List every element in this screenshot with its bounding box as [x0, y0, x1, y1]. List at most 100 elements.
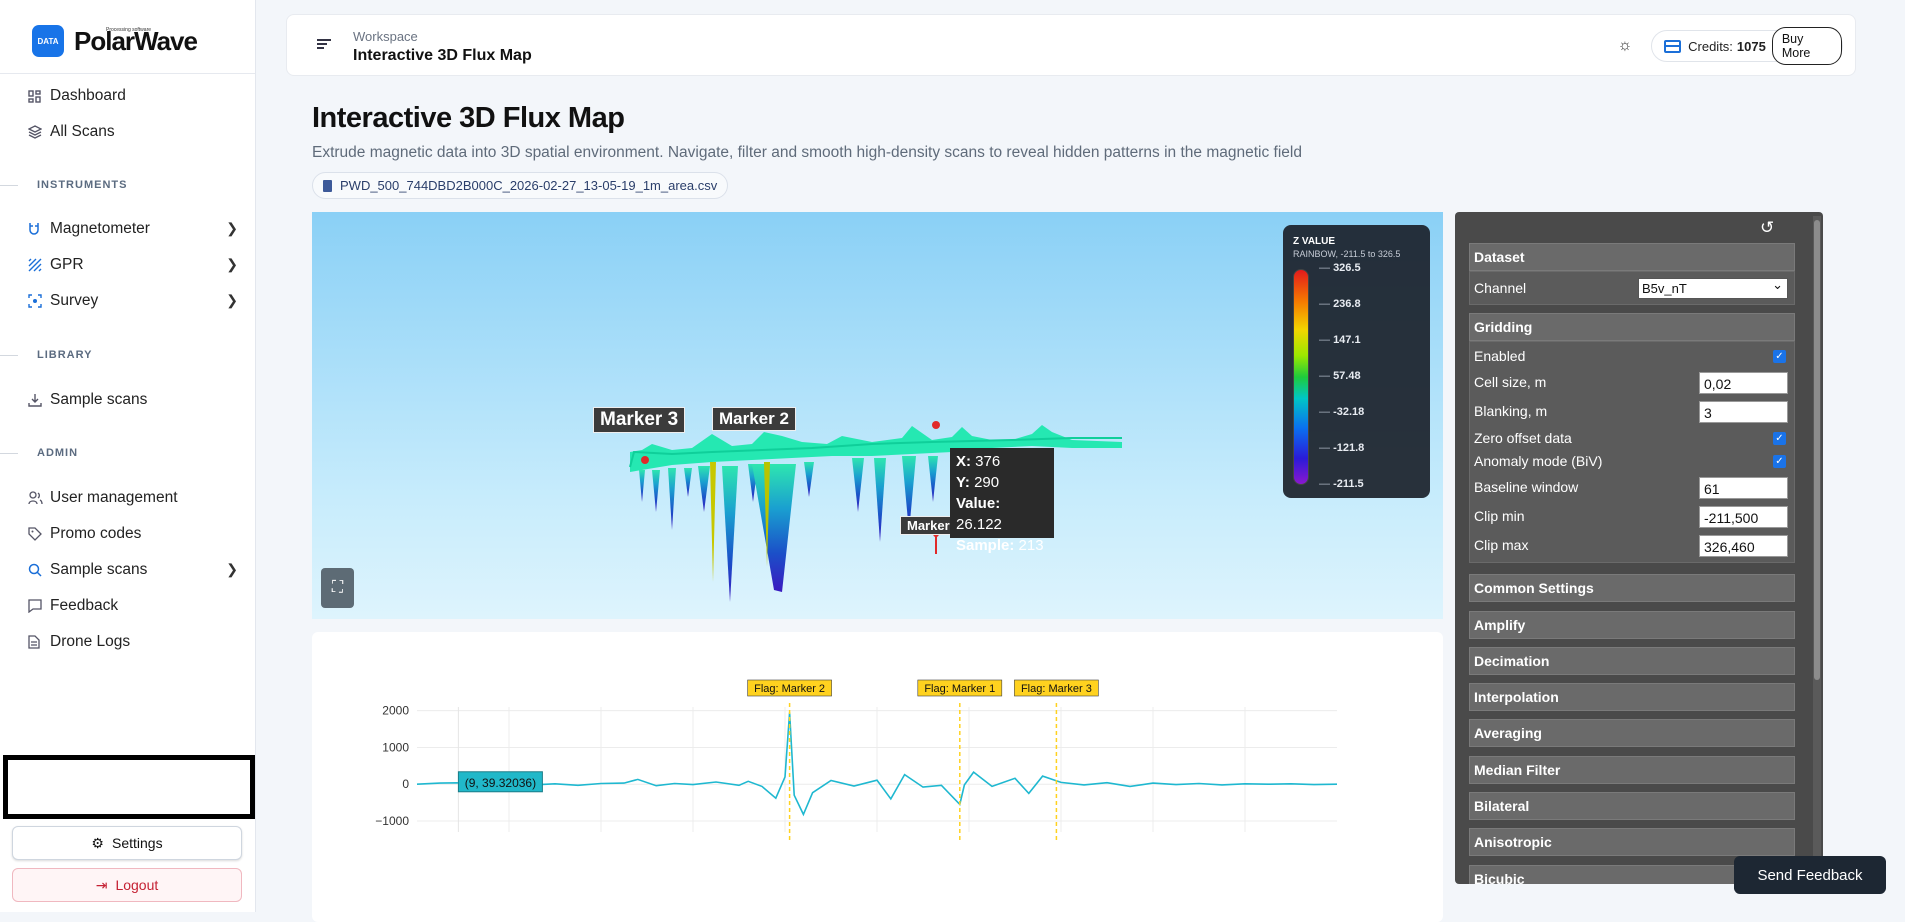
theme-toggle-sun-icon[interactable]: ☼: [1617, 37, 1633, 54]
users-icon: [28, 490, 50, 506]
credits-pill: Credits: 1075 Buy More: [1651, 27, 1843, 65]
section-admin: ADMIN: [0, 446, 78, 460]
color-legend: Z VALUE RAINBOW, -211.5 to 326.5 326.5 2…: [1283, 225, 1430, 498]
marker-label: Marker 2: [712, 407, 796, 431]
buy-more-button[interactable]: Buy More: [1771, 27, 1842, 65]
search-icon: [28, 562, 50, 578]
brand-tagline: Processing software: [106, 27, 152, 33]
clip-max-input[interactable]: 326,460: [1699, 535, 1788, 557]
section-common-settings[interactable]: Common Settings: [1469, 574, 1795, 602]
sidebar-item-label: Survey: [50, 292, 99, 309]
sidebar-item-survey[interactable]: Survey ❯: [28, 287, 238, 315]
sidebar-item-promo-codes[interactable]: Promo codes: [28, 520, 238, 548]
sidebar-item-user-management[interactable]: User management: [28, 484, 238, 512]
clip-min-input[interactable]: -211,500: [1699, 506, 1788, 528]
download-icon: [28, 392, 50, 408]
baseline-window-input[interactable]: 61: [1699, 477, 1788, 499]
tag-icon: [28, 526, 50, 542]
settings-button[interactable]: ⚙ Settings: [12, 826, 242, 860]
y-tick-label: 1000: [382, 740, 409, 754]
legend-tick: -211.5: [1319, 478, 1364, 490]
section-amplify[interactable]: Amplify: [1469, 611, 1795, 639]
logout-button[interactable]: ⇥ Logout: [12, 868, 242, 902]
sidebar-item-magnetometer[interactable]: Magnetometer ❯: [28, 215, 238, 243]
legend-tick: 236.8: [1319, 298, 1361, 310]
sidebar-item-admin-sample-scans[interactable]: Sample scans ❯: [28, 556, 238, 584]
channel-select[interactable]: B5v_nT: [1638, 275, 1788, 299]
settings-label: Settings: [111, 835, 163, 851]
sidebar-item-all-scans[interactable]: All Scans: [28, 118, 238, 146]
credits-value: 1075: [1736, 38, 1766, 54]
sidebar-item-label: Feedback: [50, 597, 119, 614]
sidebar-item-label: Sample scans: [50, 561, 148, 578]
file-name: PWD_500_744DBD2B000C_2026-02-27_13-05-19…: [340, 178, 718, 193]
marker-label: Marker: [900, 516, 957, 535]
logout-label: Logout: [115, 877, 159, 893]
section-library: LIBRARY: [0, 348, 92, 362]
chevron-right-icon: ❯: [226, 220, 238, 236]
section-averaging[interactable]: Averaging: [1469, 719, 1795, 747]
fullscreen-button[interactable]: ⛶: [321, 568, 354, 608]
send-feedback-button[interactable]: Send Feedback: [1734, 856, 1886, 894]
chevron-right-icon: ❯: [226, 292, 238, 308]
legend-tick: 147.1: [1319, 334, 1361, 346]
tooltip-y: 290: [974, 474, 1000, 491]
sidebar-item-label: Dashboard: [50, 87, 126, 104]
legend-color-bar: [1293, 269, 1309, 485]
section-median-filter[interactable]: Median Filter: [1469, 756, 1795, 784]
y-tick-label: 2000: [382, 704, 409, 718]
panel-scrollbar[interactable]: [1813, 216, 1821, 882]
credit-card-icon: [1664, 39, 1682, 53]
flag-label: Flag: Marker 2: [754, 683, 825, 695]
sidebar-item-label: Magnetometer: [50, 220, 150, 237]
sidebar-item-label: All Scans: [50, 123, 115, 140]
logout-icon: ⇥: [95, 876, 108, 893]
brand-logo[interactable]: DATA PolarWave: [32, 24, 198, 58]
zero-offset-checkbox[interactable]: ✓: [1773, 432, 1786, 445]
chevron-right-icon: ❯: [226, 256, 238, 272]
section-decimation[interactable]: Decimation: [1469, 647, 1795, 675]
divider: [0, 73, 255, 74]
sidebar-item-drone-logs[interactable]: Drone Logs: [28, 628, 238, 656]
flag-label: Flag: Marker 3: [1021, 683, 1092, 695]
sidebar-item-feedback[interactable]: Feedback: [28, 592, 238, 620]
tooltip-x: 376: [975, 453, 1001, 470]
blanking-label: Blanking, m: [1474, 403, 1548, 419]
menu-icon[interactable]: [317, 39, 331, 51]
hover-badge: [457, 771, 543, 793]
section-bicubic[interactable]: Bicubic: [1469, 865, 1795, 884]
file-icon: [28, 634, 50, 650]
section-dataset[interactable]: Dataset: [1469, 243, 1795, 271]
series-line: [416, 712, 1338, 817]
document-icon: [323, 179, 332, 192]
cell-size-input[interactable]: 0,02: [1699, 372, 1788, 394]
anomaly-mode-checkbox[interactable]: ✓: [1773, 455, 1786, 468]
sidebar-item-sample-scans[interactable]: Sample scans: [28, 386, 238, 414]
3d-viewer[interactable]: Marker 3 Marker 2 Marker: [312, 212, 1443, 619]
sidebar-item-label: Drone Logs: [50, 633, 131, 650]
hover-label: (9, 39.32036): [465, 776, 536, 790]
enabled-checkbox[interactable]: ✓: [1773, 350, 1786, 363]
sidebar: DATA PolarWave Processing software Dashb…: [0, 0, 256, 912]
sidebar-item-dashboard[interactable]: Dashboard: [28, 82, 238, 110]
message-icon: [28, 598, 50, 614]
legend-tick: -121.8: [1319, 442, 1364, 454]
sidebar-item-gpr[interactable]: GPR ❯: [28, 251, 238, 279]
channel-label: Channel: [1474, 280, 1527, 296]
credits-label: Credits:: [1688, 38, 1733, 54]
file-chip[interactable]: PWD_500_744DBD2B000C_2026-02-27_13-05-19…: [312, 172, 729, 199]
brand-name: PolarWave: [74, 26, 198, 56]
blanking-input[interactable]: 3: [1699, 401, 1788, 423]
section-anisotropic[interactable]: Anisotropic: [1469, 828, 1795, 856]
section-bilateral[interactable]: Bilateral: [1469, 792, 1795, 820]
section-gridding[interactable]: Gridding: [1469, 313, 1795, 341]
clip-min-row: Clip min-211,500: [1474, 504, 1792, 528]
section-interpolation[interactable]: Interpolation: [1469, 683, 1795, 711]
anomaly-mode-label: Anomaly mode (BiV): [1474, 453, 1603, 469]
sidebar-item-label: Promo codes: [50, 525, 142, 542]
reset-icon[interactable]: ↺: [1760, 218, 1775, 237]
